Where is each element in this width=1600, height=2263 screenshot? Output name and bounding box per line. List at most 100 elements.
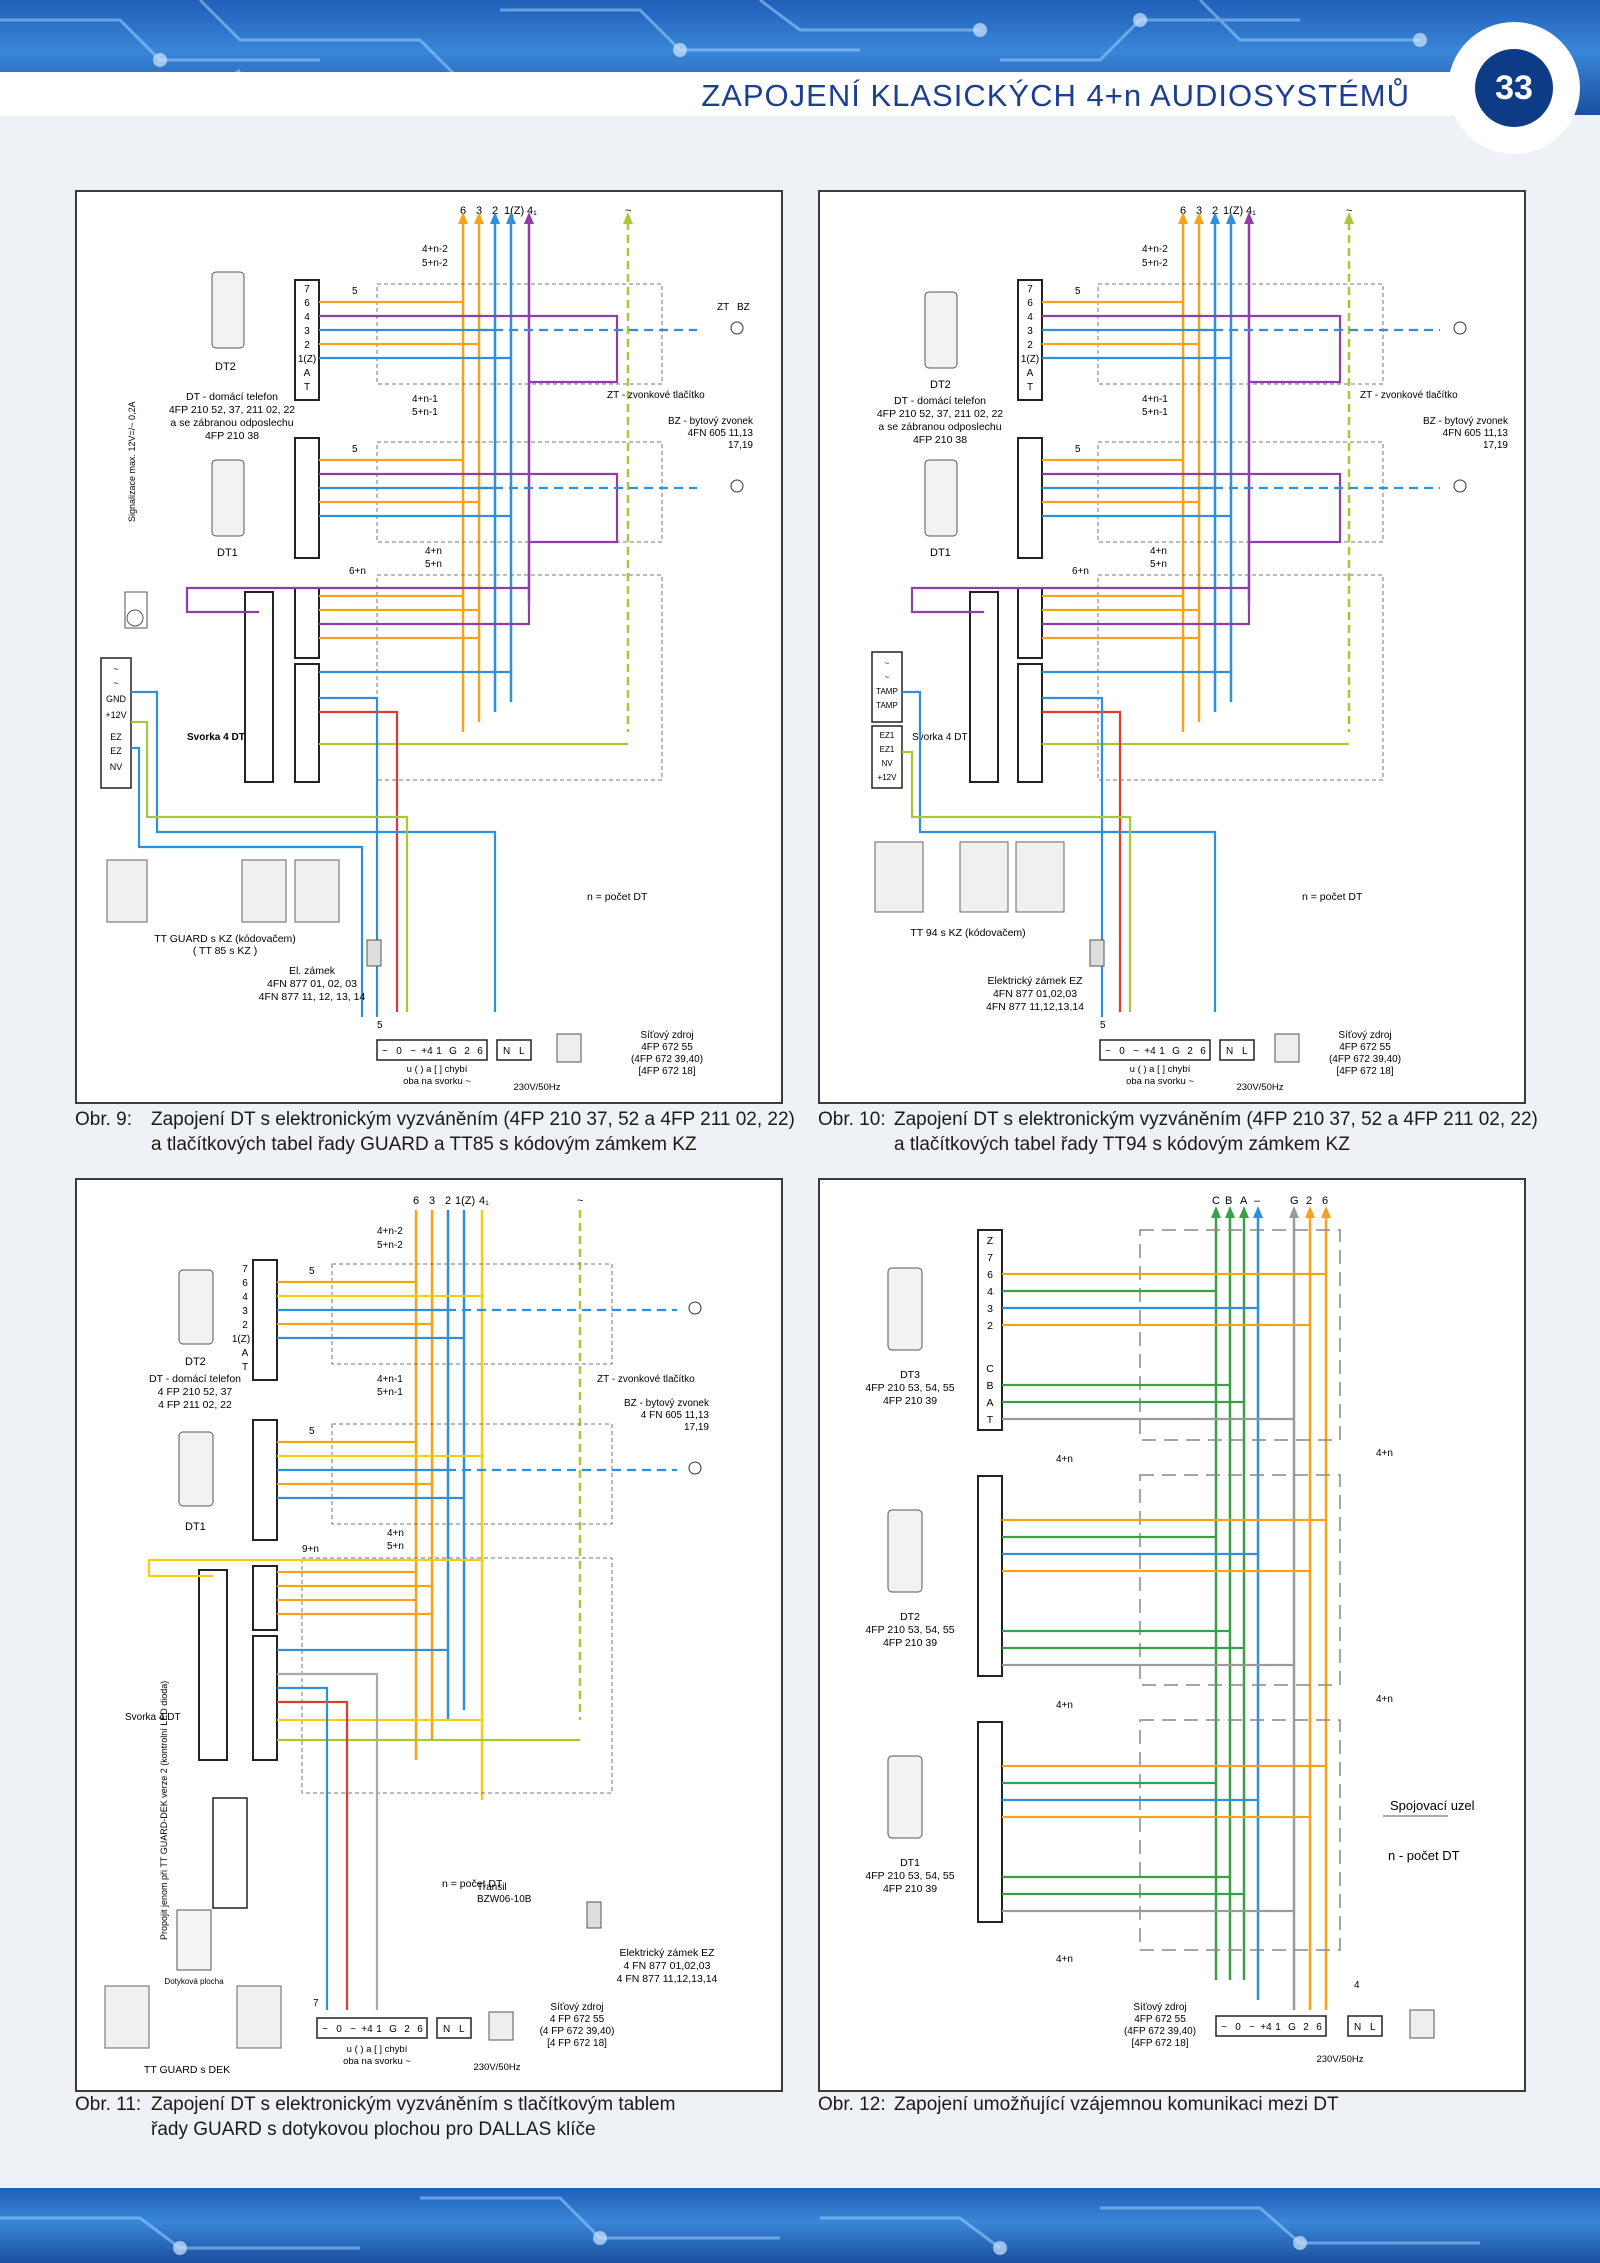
n-label: n = počet DT (1302, 891, 1363, 903)
psu-label: (4 FP 672 39,40) (540, 2026, 615, 2037)
panel-call-terminals (294, 587, 320, 659)
mains-n: N (443, 2024, 450, 2035)
dt-desc: a se zábranou odposlechu (878, 421, 1001, 433)
psu-term: G (389, 2024, 397, 2035)
dt2-handset-icon (887, 1509, 923, 1593)
dt1-handset-icon (211, 459, 245, 537)
transil-label: Transil (477, 1882, 507, 1893)
psu-term: 2 (1303, 2022, 1309, 2033)
psu-note: u ( ) a [ ] chybí (407, 1064, 468, 1075)
dt2-terminal-block (977, 1475, 1003, 1677)
dt1-handset-icon (887, 1755, 923, 1839)
psu-term: 6 (417, 2024, 423, 2035)
terminal-label: 3 (242, 1306, 248, 1317)
tt-panel-icon (104, 1985, 150, 2049)
panel-terminal-block (969, 591, 999, 783)
psu-icon (1274, 1033, 1300, 1063)
svorka-label: Svorka 4 DT (125, 1712, 181, 1723)
row-label: 5 (1075, 286, 1081, 297)
arrow-icon (1225, 1206, 1235, 1218)
terminal-label: Z (987, 1235, 994, 1247)
lock-label: 4 FN 877 11,12,13,14 (617, 1973, 718, 1985)
dt2-junction-box (376, 283, 663, 385)
bell-icon (1453, 479, 1467, 493)
row-label: 5+n-1 (377, 1387, 403, 1398)
psu-label: 4FP 672 55 (641, 1042, 693, 1053)
dt2-terminal-block (294, 279, 320, 401)
row-label: 5+n (1150, 559, 1167, 570)
psu-term: 2 (464, 1046, 470, 1057)
row-label: 5+n-1 (1142, 407, 1168, 418)
row-label: 4+n-2 (377, 1226, 403, 1237)
psu-term: ~ (1249, 2022, 1255, 2033)
mains-l: L (1370, 2022, 1376, 2033)
psu-label: [4FP 672 18] (638, 1066, 695, 1077)
tt-panel-icon (241, 859, 287, 923)
caption-line: Zapojení DT s elektronickým vyzváněním (… (894, 1109, 1538, 1130)
dt1-label: DT1 (217, 547, 238, 559)
terminal-label: 3 (304, 326, 310, 337)
top-term: ~ (625, 205, 631, 217)
bell-icon (1453, 321, 1467, 335)
terminal-label: EZ1 (880, 745, 895, 754)
terminal-label: ~ (885, 659, 890, 668)
figure-11-panel: 6 3 2 1(Z) 4₁ ~ DT2 DT - domácí telefon … (75, 1178, 783, 2092)
psu-term: ~ (1133, 1046, 1139, 1057)
top-term: 4₁ (1246, 205, 1256, 217)
top-term: 4₁ (479, 1195, 489, 1207)
terminal-label: 4 (242, 1292, 248, 1303)
siren-icon (124, 591, 148, 629)
n-label: n = počet DT (587, 891, 648, 903)
bell-icon (688, 1461, 702, 1475)
page-title: ZAPOJENÍ KLASICKÝCH 4+n AUDIOSYSTÉMŮ (701, 78, 1410, 113)
psu-term: 1 (436, 1046, 442, 1057)
terminal-label: 6 (242, 1278, 248, 1289)
top-term: 6 (1322, 1195, 1328, 1207)
top-term: 4₁ (527, 205, 537, 217)
top-term: G (1290, 1195, 1299, 1207)
dt2-terminal-block (1017, 279, 1043, 401)
psu-term: 2 (404, 2024, 410, 2035)
mains-label: 230V/50Hz (473, 2062, 520, 2073)
top-term: ~ (1346, 205, 1352, 217)
figure-10-diagram: 6 3 2 1(Z) 4₁ ~ DT2 DT - domácí telefon … (871, 205, 1509, 1093)
caption-line: Zapojení DT s elektronickým vyzváněním (… (151, 1109, 795, 1130)
terminal-label: 3 (1027, 326, 1033, 337)
terminal-label: 6 (1027, 298, 1033, 309)
arrow-icon (1289, 1206, 1299, 1218)
bz-code: 4FN 605 11,13 (688, 428, 754, 439)
psu-term: 0 (1119, 1046, 1125, 1057)
terminal-label: EZ1 (880, 731, 895, 740)
dt-desc: DT - domácí telefon (186, 391, 278, 403)
terminal-label: A (242, 1348, 249, 1359)
psu-term: ~ (322, 2024, 328, 2035)
caption-line: a tlačítkových tabel řady TT94 s kódovým… (894, 1134, 1350, 1155)
bottom-decor-band (0, 2188, 1600, 2263)
terminal-label: TAMP (876, 701, 898, 710)
row-label: 4+n (387, 1528, 404, 1539)
arrow-icon (474, 212, 484, 224)
psu-term: +4 (1144, 1046, 1156, 1057)
dt2-handset-icon (178, 1269, 214, 1345)
arrow-icon (1226, 212, 1236, 224)
dt2-code: 4FP 210 39 (883, 1637, 937, 1649)
page-number: 33 (1475, 49, 1553, 127)
panel-terminal-block (244, 591, 274, 783)
dt-desc: 4 FP 211 02, 22 (158, 1399, 232, 1411)
row-label: 4+n (1150, 546, 1167, 557)
row-label: 4+n-1 (1142, 394, 1168, 405)
terminal-label: 2 (987, 1320, 993, 1332)
terminal-label: 1(Z) (1021, 354, 1039, 365)
psu-term: ~ (410, 1046, 416, 1057)
bz-code: 17,19 (728, 440, 753, 451)
tt94-panel-icon (959, 841, 1009, 913)
mains-terminal (1347, 2015, 1383, 2037)
bz-code: 17,19 (684, 1422, 709, 1433)
bz-label: BZ - bytový zvonek (668, 416, 754, 427)
dt1-terminal-block (1017, 437, 1043, 559)
dt3-terminal-block (977, 1229, 1003, 1431)
arrow-icon (1194, 212, 1204, 224)
bell-icon (730, 321, 744, 335)
terminal-label: 3 (987, 1303, 993, 1315)
kz-label: TT 94 s KZ (kódovačem) (910, 927, 1025, 939)
